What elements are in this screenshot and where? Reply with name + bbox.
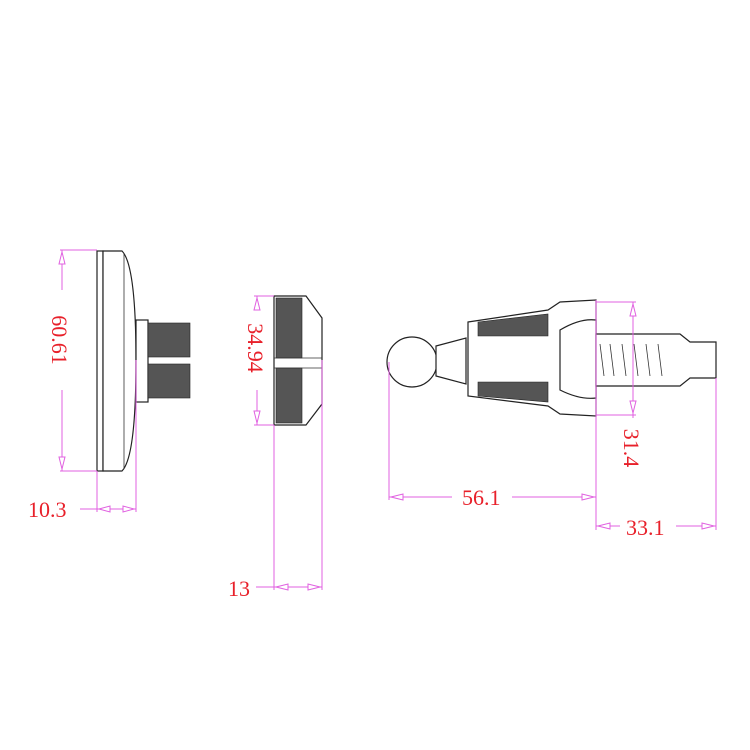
ball-head [386, 336, 438, 388]
ball-clip-part [386, 299, 717, 417]
base-disc-view: 60.61 10.3 [28, 249, 191, 522]
dim-label-34-94: 34.94 [243, 323, 268, 373]
clip-slots [599, 343, 663, 377]
dim-label-13: 13 [228, 576, 250, 601]
dim-label-31-4: 31.4 [619, 429, 644, 468]
dim-label-10-3: 10.3 [28, 497, 67, 522]
thread-stud-lower [147, 363, 191, 399]
thread-stud-upper [147, 322, 191, 358]
ring-nut-view: 34.94 13 [228, 295, 323, 601]
dim-label-56-1: 56.1 [462, 485, 501, 510]
dim-label-33-1: 33.1 [626, 515, 665, 540]
dim-label-60-61: 60.61 [47, 315, 72, 365]
base-disc-part [96, 250, 191, 472]
ball-clip-view: 56.1 31.4 33.1 [386, 299, 717, 540]
ring-nut-part [273, 295, 323, 426]
